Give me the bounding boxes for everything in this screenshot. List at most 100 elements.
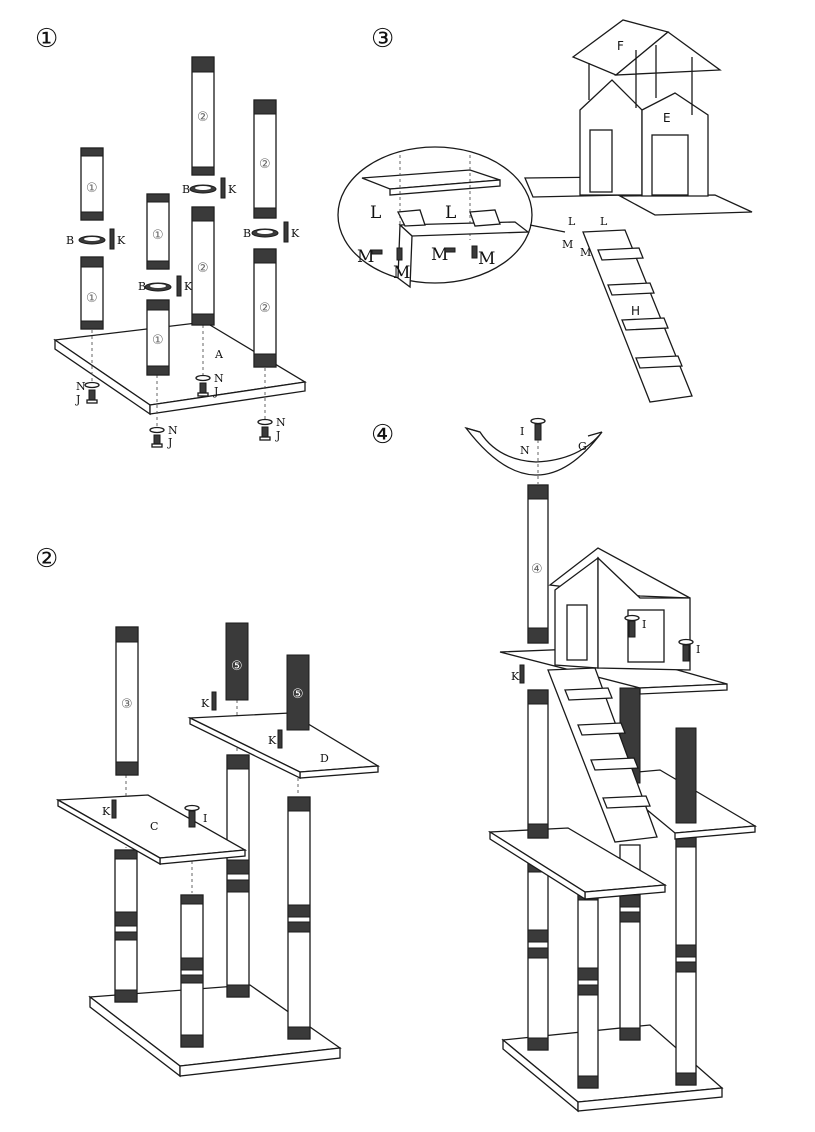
platform-d [187, 712, 381, 780]
label-m-3: M [431, 245, 448, 265]
label-c: C [150, 820, 158, 833]
screw-i-2 [530, 417, 546, 441]
screw-nj-1 [84, 381, 100, 404]
post-s4-dark-2 [675, 727, 697, 824]
label-h: H [631, 304, 640, 318]
label-k-8: K [511, 670, 520, 683]
washer-b-1 [78, 235, 106, 245]
label-k-4: K [291, 227, 300, 240]
platform-s4-lower [487, 827, 668, 901]
label-d: D [320, 752, 329, 765]
rod-k-6 [211, 691, 217, 711]
post-s4-2 [577, 889, 599, 1089]
label-n-2: N [214, 372, 224, 385]
base-board-step4 [501, 1024, 724, 1113]
label-n-5: N [520, 444, 530, 457]
label-n-1: N [76, 380, 86, 393]
bed-g: G [464, 426, 603, 476]
label-b-4: B [243, 227, 251, 240]
post-4: ④ [527, 484, 549, 644]
washer-b-4 [251, 228, 279, 238]
post-s4-5 [527, 689, 549, 839]
label-k-1: K [117, 234, 126, 247]
label-m-2: M [393, 263, 410, 283]
post-5-b: ⑤ [286, 654, 310, 731]
post-s2-right [287, 796, 311, 1040]
post-1b: ① [80, 256, 104, 330]
post-1a-number: ① [86, 181, 98, 196]
post-3: ③ [115, 626, 139, 776]
label-k-6: K [201, 697, 210, 710]
ladder-h: H [582, 229, 693, 403]
post-1d: ① [146, 299, 170, 376]
post-s2-left [114, 849, 138, 1003]
post-s4-1 [527, 859, 549, 1051]
label-b-1: B [66, 234, 74, 247]
label-m-1: M [357, 247, 374, 267]
step-3-panel: L L M M M M E F [337, 19, 753, 403]
washer-b-2 [144, 282, 172, 292]
label-i-2: I [520, 425, 524, 438]
zoom-detail: L L M M M M [337, 146, 533, 289]
post-s2-front [180, 894, 204, 1048]
label-j-1: J [75, 393, 80, 406]
label-m-5: M [562, 238, 573, 251]
label-j-4: J [275, 429, 280, 442]
label-k-7: K [268, 734, 277, 747]
label-j-2: J [213, 385, 218, 398]
post-2d-number: ② [259, 301, 271, 316]
washer-b-3 [189, 184, 217, 194]
screw-i-3 [624, 614, 640, 638]
rod-k-8 [519, 664, 525, 684]
rod-k-7 [277, 729, 283, 749]
step-2-panel: C D ③ ⑤ ⑤ K K K [55, 622, 381, 1078]
post-2d: ② [253, 248, 277, 368]
post-2a-number: ② [197, 110, 209, 125]
label-k-3: K [228, 183, 237, 196]
step-2-number: ② [35, 544, 58, 574]
label-i-1: I [203, 812, 207, 825]
step-3-number: ③ [371, 24, 394, 54]
rod-k-5 [111, 799, 117, 819]
step-4-number: ④ [371, 420, 394, 450]
screw-i-1 [184, 804, 200, 828]
label-m-4: M [478, 249, 495, 269]
label-f: F [617, 39, 624, 53]
post-2c: ② [253, 99, 277, 219]
label-i-3: I [642, 618, 646, 631]
screw-i-4 [678, 638, 694, 662]
screw-nj-3 [149, 426, 165, 448]
base-board-step2 [88, 984, 342, 1078]
post-5a-number: ⑤ [231, 659, 243, 674]
roof-f: F [571, 19, 722, 115]
post-1c: ① [146, 193, 170, 270]
post-2a: ② [191, 56, 215, 176]
screw-nj-2 [195, 374, 211, 397]
platform-c [55, 794, 248, 866]
label-b-2: B [138, 280, 146, 293]
post-1b-number: ① [86, 291, 98, 306]
step-1-panel: A ① ① ① ① [53, 56, 307, 449]
rod-k-2 [176, 275, 182, 297]
step-4-panel: ④ G I N I I K [464, 417, 758, 1113]
post-5-a: ⑤ [225, 622, 249, 701]
post-1a: ① [80, 147, 104, 221]
rod-k-3 [220, 177, 226, 199]
post-2b: ② [191, 206, 215, 326]
label-l-1: L [370, 203, 381, 223]
label-k-2: K [184, 280, 193, 293]
post-3-number: ③ [121, 697, 133, 712]
post-5b-number: ⑤ [292, 687, 304, 702]
label-n-4: N [276, 416, 286, 429]
post-2c-number: ② [259, 157, 271, 172]
house-s4 [548, 547, 691, 671]
label-g: G [578, 440, 587, 453]
screw-nj-4 [257, 418, 273, 441]
label-l-4: L [600, 215, 608, 228]
label-l-2: L [445, 203, 456, 223]
label-e: E [663, 111, 671, 125]
post-4-number: ④ [531, 562, 543, 577]
post-1c-number: ① [152, 228, 164, 243]
label-b-3: B [182, 183, 190, 196]
step-1-number: ① [35, 24, 58, 54]
